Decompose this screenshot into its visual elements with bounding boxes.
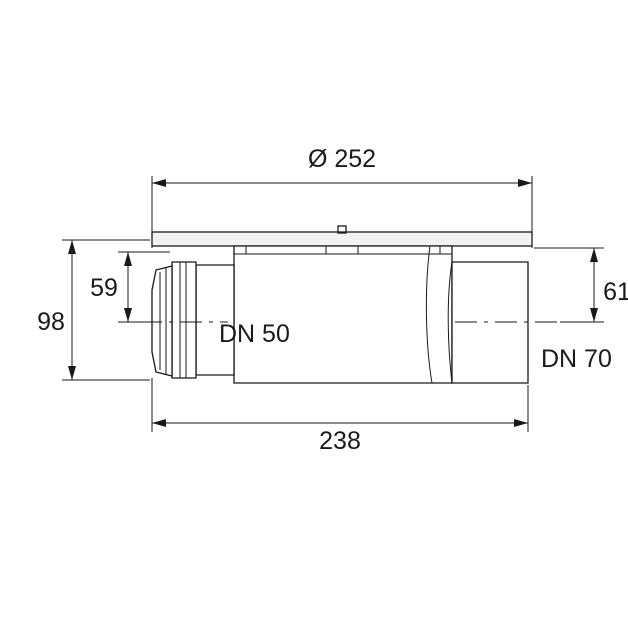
arrow-61-bottom <box>590 308 598 322</box>
dimension-label-61: 61 <box>603 278 628 306</box>
label-inlet-dn50: DN 50 <box>219 320 290 348</box>
inlet-seal-ring <box>151 265 173 377</box>
arrow-59-bottom <box>124 308 132 322</box>
arrow-98-top <box>68 240 76 254</box>
arrow-61-top <box>590 248 598 262</box>
arrow-59-top <box>124 252 132 266</box>
arrow-98-bottom <box>68 366 76 380</box>
arrow-238-right <box>514 419 528 427</box>
drain-body <box>233 245 453 384</box>
inlet-socket <box>171 261 197 379</box>
outlet-pipe-seam <box>447 261 453 384</box>
dimension-label-diameter: Ø 252 <box>308 145 376 173</box>
arrow-238-left <box>152 419 166 427</box>
arrow-diameter-left <box>152 179 166 187</box>
label-outlet-dn70: DN 70 <box>541 345 612 373</box>
arrow-diameter-right <box>518 179 532 187</box>
body-transition-seam <box>425 245 433 384</box>
dimension-label-59: 59 <box>90 274 118 302</box>
dimension-label-238: 238 <box>319 427 361 455</box>
top-flange-plate <box>151 231 533 247</box>
flange-center-nub <box>337 225 347 234</box>
dimension-label-98: 98 <box>37 308 65 336</box>
outlet-pipe <box>451 261 529 384</box>
